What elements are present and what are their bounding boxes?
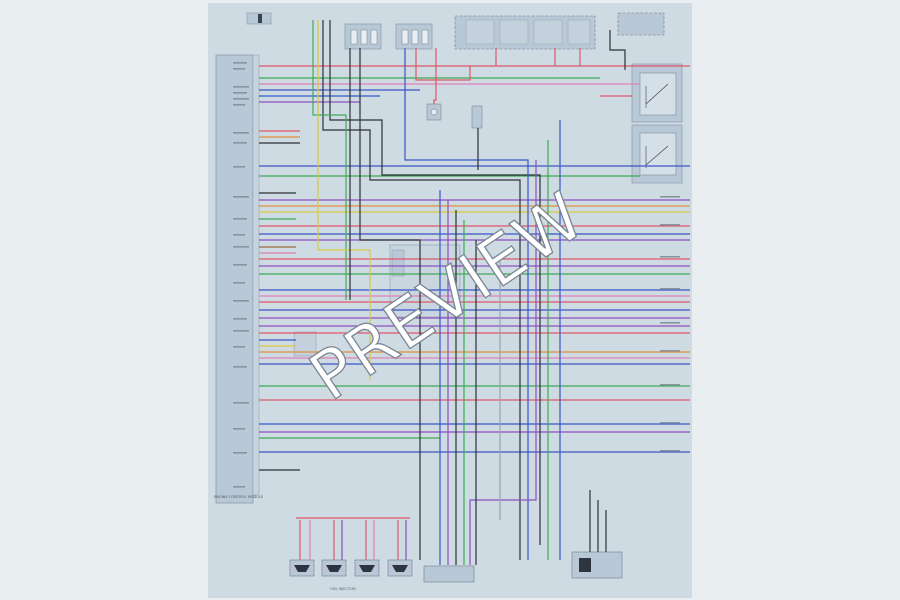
- wiring-harness: [259, 20, 690, 565]
- pin-label-marks: [233, 62, 249, 488]
- wire-blue-v1: [404, 48, 529, 560]
- injector-4: [387, 559, 413, 577]
- top-right-connector: [617, 12, 665, 36]
- wire-black-v2: [329, 20, 541, 545]
- wire-purple-v1: [469, 160, 537, 565]
- injector-3: [354, 559, 380, 577]
- ecm-label: ENGINE CONTROL MODULE: [214, 495, 264, 499]
- camshaft-sensor-connector: [344, 23, 382, 50]
- sensor-connector-2: [395, 23, 433, 50]
- injectors-label: FUEL INJECTORS: [330, 587, 356, 591]
- top-left-connector: [246, 12, 272, 25]
- bottom-connector: [423, 565, 475, 583]
- wire-black-v5: [609, 30, 626, 70]
- ecm-connector: ENGINE CONTROL MODULE: [214, 54, 264, 504]
- wire-red-v1: [415, 48, 471, 81]
- main-relay: [631, 63, 683, 123]
- injector-2: [321, 559, 347, 577]
- wire-yellow-v1: [317, 20, 371, 380]
- small-sensor: [426, 103, 442, 121]
- wire-red-v10: [433, 48, 437, 104]
- canister-valve: [293, 331, 317, 357]
- wire-black-v1: [322, 20, 521, 560]
- wire-green-v1: [312, 20, 347, 300]
- bottom-right-sensor: [571, 551, 623, 579]
- wire-black-v4: [359, 48, 421, 560]
- fuse-box: [454, 15, 596, 50]
- injector-1: [289, 559, 315, 577]
- right-edge-label-marks: [660, 196, 680, 452]
- fuel-pump-relay: [631, 124, 683, 184]
- pressure-sensor: [471, 105, 483, 129]
